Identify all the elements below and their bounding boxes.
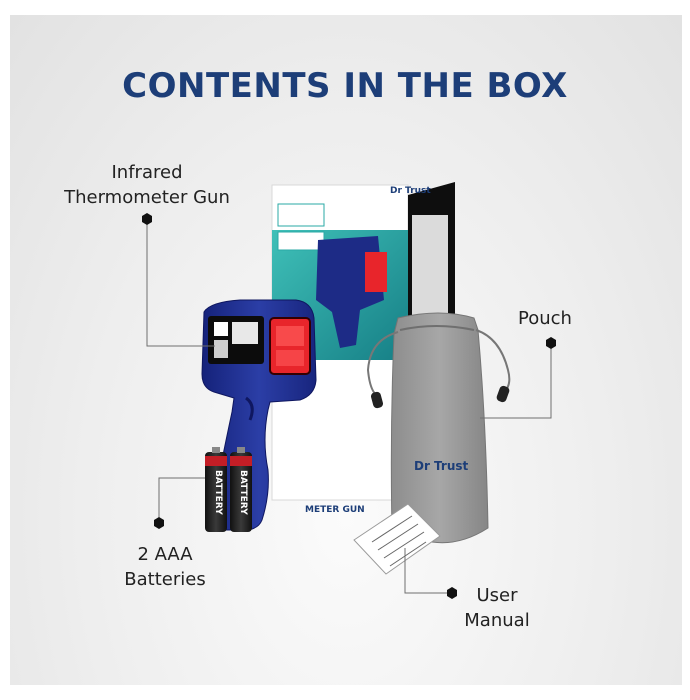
label-thermometer-gun: Infrared Thermometer Gun — [47, 160, 247, 210]
manual-callout-line — [404, 548, 452, 594]
gun-callout-line — [146, 219, 215, 347]
label-batteries-line2: Batteries — [124, 569, 206, 590]
battery-text-1: BATTERY — [213, 470, 223, 515]
gun-marker-icon — [142, 213, 152, 225]
pouch-callout-line — [480, 343, 552, 419]
label-gun-line1: Infrared — [111, 162, 183, 183]
label-pouch: Pouch — [518, 308, 572, 329]
batteries: BATTERY BATTERY — [205, 447, 252, 532]
box-label-text: METER GUN — [305, 505, 365, 515]
label-manual-line1: User — [476, 585, 518, 606]
battery-text-2: BATTERY — [238, 470, 248, 515]
callout-markers — [142, 213, 556, 599]
label-batteries: 2 AAA Batteries — [110, 542, 220, 592]
pouch: Dr Trust — [366, 312, 511, 544]
batteries-callout-line — [158, 477, 205, 523]
label-user-manual: User Manual — [452, 583, 542, 633]
user-manual-card — [353, 503, 441, 575]
pouch-brand-text: Dr Trust — [414, 459, 469, 473]
label-gun-line2: Thermometer Gun — [64, 187, 230, 208]
box-brand-text: Dr Trust — [390, 186, 431, 196]
label-manual-line2: Manual — [464, 610, 530, 631]
callout-lines — [146, 219, 552, 594]
pouch-marker-icon — [546, 337, 556, 349]
label-batteries-line1: 2 AAA — [137, 544, 193, 565]
page-title: CONTENTS IN THE BOX — [122, 66, 568, 106]
batteries-marker-icon — [154, 517, 164, 529]
manual-marker-icon — [447, 587, 457, 599]
